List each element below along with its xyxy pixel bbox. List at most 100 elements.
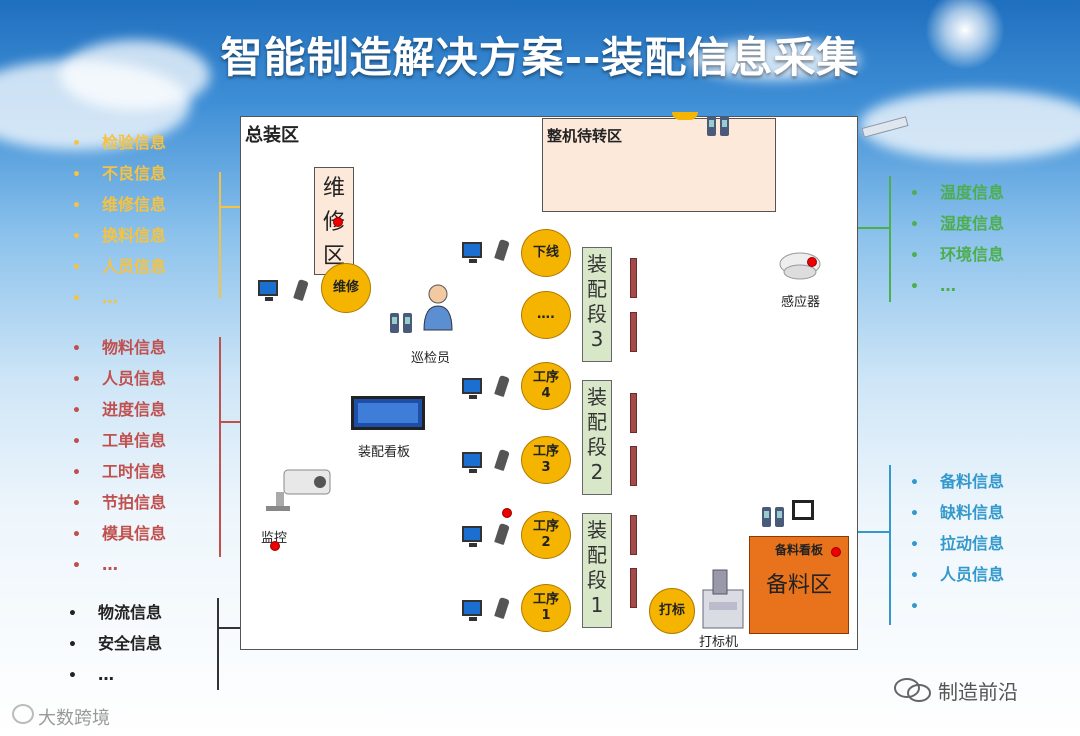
process-info-list: •物料信息 •人员信息 •进度信息 •工单信息 •工时信息 •节拍信息 •模具信… bbox=[72, 332, 166, 580]
list-item: •… bbox=[72, 555, 118, 574]
marking-machine-label: 打标机 bbox=[699, 635, 739, 650]
list-item: •物流信息 bbox=[68, 603, 163, 622]
inspector-label: 巡检员 bbox=[411, 351, 451, 366]
stock-area-label: 备料区 bbox=[765, 573, 832, 598]
monitor-icon bbox=[462, 242, 482, 263]
camera-icon bbox=[262, 462, 336, 518]
repair-area-char: 区 bbox=[322, 244, 345, 269]
monitor-icon bbox=[462, 600, 482, 621]
monitor-icon bbox=[258, 280, 278, 301]
list-item: •维修信息 bbox=[72, 195, 167, 214]
assembly-board-label: 装配看板 bbox=[358, 445, 411, 460]
repair-station: 维修 bbox=[321, 263, 371, 313]
list-item: •工单信息 bbox=[72, 431, 167, 450]
assembly-segment-3: 装 配 段 3 bbox=[582, 247, 612, 362]
list-item: •… bbox=[68, 665, 114, 684]
sun-glow bbox=[925, 0, 1005, 70]
turnover-area: 整机待转区 bbox=[542, 118, 776, 212]
page-title: 智能制造解决方案--装配信息采集 bbox=[220, 33, 860, 82]
conveyor-marker bbox=[630, 312, 637, 352]
smoke-sensor-icon bbox=[778, 250, 822, 286]
list-item: •节拍信息 bbox=[72, 493, 167, 512]
list-item: •物料信息 bbox=[72, 338, 167, 357]
assembly-board-icon bbox=[351, 396, 425, 430]
list-item: •拉动信息 bbox=[910, 534, 1005, 553]
segment-char: 2 bbox=[590, 460, 604, 484]
list-item: •检验信息 bbox=[72, 133, 167, 152]
collection-point bbox=[502, 508, 512, 518]
assembly-segment-1: 装 配 段 1 bbox=[582, 513, 612, 628]
list-item: •人员信息 bbox=[72, 369, 167, 388]
monitor-icon bbox=[462, 452, 482, 473]
conveyor-marker bbox=[630, 393, 637, 433]
segment-char: 装 bbox=[587, 518, 607, 542]
list-item: •温度信息 bbox=[910, 183, 1005, 202]
assembly-zone-label: 总装区 bbox=[245, 125, 299, 146]
station-number: 1 bbox=[541, 608, 551, 623]
station-label: 工序 bbox=[532, 519, 559, 534]
monitor-icon bbox=[792, 500, 814, 520]
station-label: 工序 bbox=[532, 444, 559, 459]
cloud bbox=[690, 40, 860, 80]
collection-point bbox=[270, 541, 280, 551]
segment-char: 装 bbox=[587, 385, 607, 409]
segment-char: 装 bbox=[587, 252, 607, 276]
list-item: •换料信息 bbox=[72, 226, 167, 245]
station-label: 工序 bbox=[532, 370, 559, 385]
cloud bbox=[60, 40, 210, 110]
collection-point bbox=[831, 547, 841, 557]
repair-area-char: 维 bbox=[322, 176, 345, 201]
inspector-person-icon bbox=[420, 282, 456, 336]
conveyor-marker bbox=[630, 568, 637, 608]
segment-char: 配 bbox=[587, 543, 607, 567]
environment-info-list: •温度信息 •湿度信息 •环境信息 •… bbox=[910, 177, 1004, 301]
list-item: • bbox=[910, 599, 919, 615]
segment-char: 段 bbox=[587, 435, 607, 459]
station-offline: 下线 bbox=[521, 229, 571, 277]
segment-char: 配 bbox=[587, 277, 607, 301]
list-item: •环境信息 bbox=[910, 245, 1005, 264]
list-item: •工时信息 bbox=[72, 462, 167, 481]
list-item: •人员信息 bbox=[910, 565, 1005, 584]
station-number: 2 bbox=[541, 535, 551, 550]
collection-point bbox=[333, 217, 343, 227]
watermark-logo-icon bbox=[12, 704, 34, 724]
list-item: •进度信息 bbox=[72, 400, 167, 419]
handheld-scanner-icon bbox=[388, 310, 416, 340]
station-number: 4 bbox=[541, 386, 551, 401]
repair-area: 维 修 区 bbox=[314, 167, 354, 275]
marking-machine-icon bbox=[699, 568, 747, 634]
stock-area: 备料看板 备料区 bbox=[749, 536, 849, 634]
stock-info-list: •备料信息 •缺料信息 •拉动信息 •人员信息 • bbox=[910, 466, 1004, 621]
list-item: •备料信息 bbox=[910, 472, 1005, 491]
monitor-icon bbox=[462, 526, 482, 547]
monitor-icon bbox=[462, 378, 482, 399]
list-item: •缺料信息 bbox=[910, 503, 1005, 522]
list-item: •不良信息 bbox=[72, 164, 167, 183]
list-item: •… bbox=[910, 276, 956, 295]
list-item: •安全信息 bbox=[68, 634, 163, 653]
wechat-icon bbox=[893, 676, 933, 708]
logistics-info-list: •物流信息 •安全信息 •… bbox=[68, 597, 162, 690]
turnover-area-label: 整机待转区 bbox=[547, 127, 623, 145]
wechat-account-name: 制造前沿 bbox=[938, 680, 1018, 704]
collection-point bbox=[807, 257, 817, 267]
handheld-scanner-icon bbox=[760, 504, 788, 534]
conveyor-marker bbox=[630, 515, 637, 555]
segment-char: 配 bbox=[587, 410, 607, 434]
stock-board-label: 备料看板 bbox=[774, 543, 823, 557]
segment-char: 1 bbox=[590, 593, 604, 617]
camera-label: 监控 bbox=[261, 531, 288, 546]
conveyor-marker bbox=[630, 258, 637, 298]
print-station: 打标 bbox=[649, 588, 695, 634]
conveyor-marker bbox=[630, 446, 637, 486]
assembly-segment-2: 装 配 段 2 bbox=[582, 380, 612, 495]
station-more: …. bbox=[521, 291, 571, 339]
station-partial bbox=[672, 112, 698, 120]
list-item: •人员信息 bbox=[72, 257, 167, 276]
list-item: •… bbox=[72, 288, 118, 307]
